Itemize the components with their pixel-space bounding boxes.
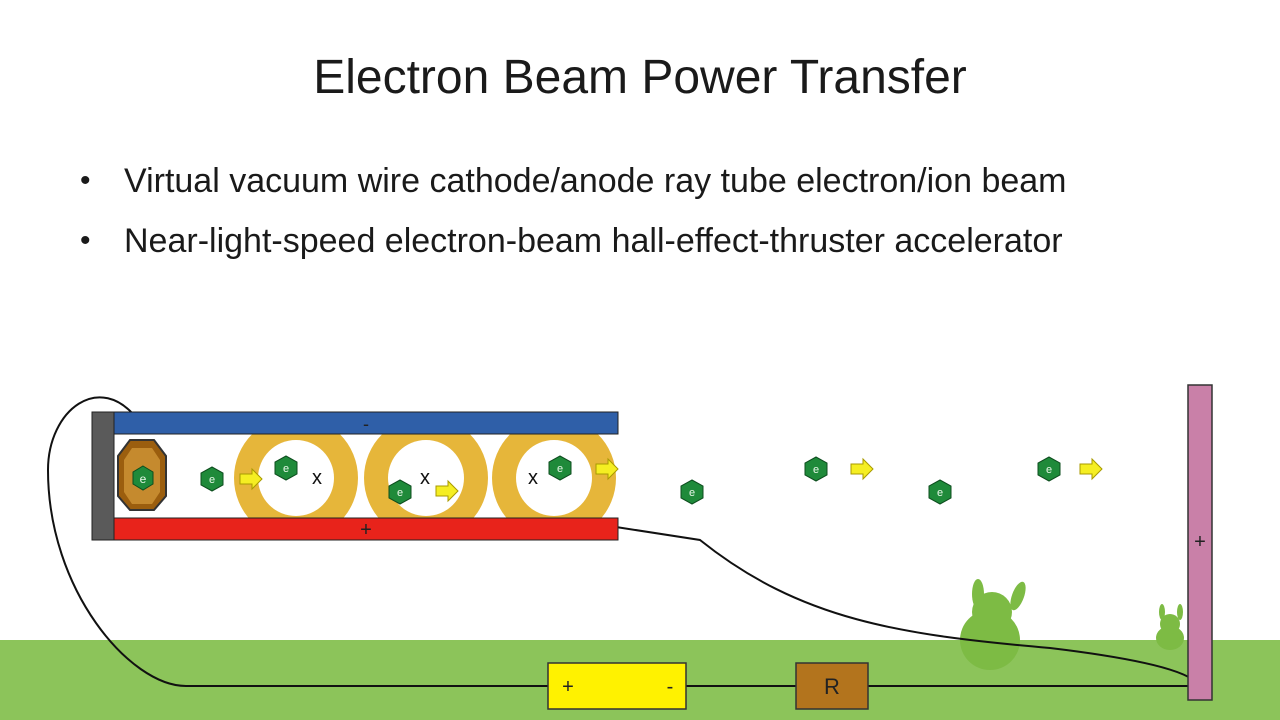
anode-plate bbox=[113, 517, 619, 541]
electron-label: e bbox=[397, 487, 403, 499]
bullet-item: Virtual vacuum wire cathode/anode ray tu… bbox=[80, 158, 1067, 218]
electron-emitter: e bbox=[117, 439, 167, 511]
field-marker: x bbox=[420, 467, 430, 489]
electron-label: e bbox=[937, 487, 943, 499]
battery-plus-sign: + bbox=[562, 676, 574, 698]
arrow-right-icon bbox=[239, 467, 263, 491]
electron-label: e bbox=[557, 463, 563, 475]
electron-particle: e bbox=[274, 455, 298, 481]
electron-particle: e bbox=[804, 456, 828, 482]
arrow-right-icon bbox=[850, 457, 874, 481]
electron-particle: e bbox=[680, 479, 704, 505]
battery bbox=[547, 662, 687, 710]
electron-label: e bbox=[209, 474, 215, 486]
electron-label: e bbox=[1046, 464, 1052, 476]
electron-particle: e bbox=[548, 455, 572, 481]
anode-plate-sign: + bbox=[360, 519, 372, 541]
field-marker: x bbox=[528, 467, 538, 489]
magnetic-coil bbox=[234, 416, 358, 540]
electron-particle: e bbox=[1037, 456, 1061, 482]
electron-label: e bbox=[140, 472, 147, 486]
anode-plate-wire bbox=[615, 526, 1197, 683]
electron-label: e bbox=[283, 463, 289, 475]
cathode-plate bbox=[113, 411, 619, 435]
target-plate-sign: + bbox=[1194, 531, 1206, 553]
battery-minus-sign: - bbox=[667, 676, 674, 698]
electron-label: e bbox=[689, 487, 695, 499]
magnetic-coil bbox=[492, 416, 616, 540]
slide-title: Electron Beam Power Transfer bbox=[313, 51, 967, 104]
field-marker: x bbox=[312, 467, 322, 489]
tube-end-cap bbox=[91, 411, 115, 541]
bullet-list: Virtual vacuum wire cathode/anode ray tu… bbox=[80, 158, 1067, 278]
arrow-right-icon bbox=[595, 457, 619, 481]
cathode-return-wire bbox=[46, 396, 548, 687]
resistor bbox=[795, 662, 869, 710]
target-plate bbox=[1187, 384, 1213, 701]
resistor-label: R bbox=[824, 674, 840, 699]
electron-label: e bbox=[813, 464, 819, 476]
cathode-plate-sign: - bbox=[363, 414, 369, 434]
electron-particle: e bbox=[928, 479, 952, 505]
arrow-right-icon bbox=[1079, 457, 1103, 481]
bullet-item: Near-light-speed electron-beam hall-effe… bbox=[80, 218, 1067, 278]
electron-particle: e bbox=[200, 466, 224, 492]
arrow-right-icon bbox=[435, 479, 459, 503]
small-bunny-icon bbox=[1156, 604, 1184, 650]
electron-particle: e bbox=[388, 479, 412, 505]
large-bunny-icon bbox=[960, 579, 1026, 670]
